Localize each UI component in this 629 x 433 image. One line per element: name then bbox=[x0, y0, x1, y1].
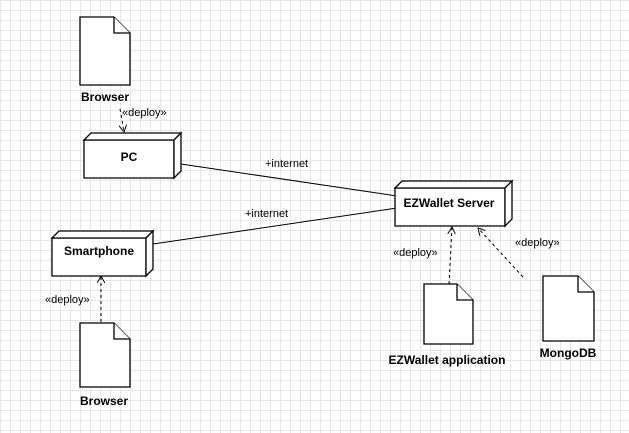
deploy-label-mongodb: «deploy» bbox=[515, 237, 560, 249]
browser-pc-label: Browser bbox=[81, 90, 129, 104]
browser-pc-artifact[interactable]: Browser bbox=[79, 16, 131, 104]
ezwallet-application-artifact[interactable]: EZWallet application bbox=[389, 283, 506, 367]
deploy-arrow-browser-pc[interactable] bbox=[120, 108, 124, 132]
deploy-label-smartphone: «deploy» bbox=[45, 294, 90, 306]
deploy-label-pc: «deploy» bbox=[122, 107, 167, 119]
ezwallet-server-node-label: EZWallet Server bbox=[404, 196, 495, 210]
ezwallet-server-node[interactable]: EZWallet Server bbox=[393, 179, 514, 228]
mongodb-artifact[interactable]: MongoDB bbox=[540, 275, 597, 360]
browser-smartphone-artifact[interactable]: Browser bbox=[79, 322, 131, 408]
link-smartphone-server[interactable] bbox=[152, 207, 398, 245]
deploy-arrow-app-server[interactable] bbox=[449, 227, 452, 285]
ezwallet-application-label: EZWallet application bbox=[389, 353, 506, 367]
smartphone-node-label: Smartphone bbox=[64, 244, 134, 258]
document-icon bbox=[79, 16, 131, 86]
browser-smartphone-label: Browser bbox=[80, 394, 128, 408]
internet-label-smartphone: +internet bbox=[245, 208, 288, 220]
smartphone-node[interactable]: Smartphone bbox=[50, 229, 155, 278]
link-pc-server[interactable] bbox=[180, 163, 398, 197]
mongodb-label: MongoDB bbox=[540, 346, 597, 360]
internet-label-pc: +internet bbox=[265, 158, 308, 170]
pc-node[interactable]: PC bbox=[82, 131, 183, 180]
deploy-arrow-mongodb-server[interactable] bbox=[478, 228, 524, 278]
pc-node-label: PC bbox=[121, 150, 138, 164]
deploy-label-app: «deploy» bbox=[393, 247, 438, 259]
